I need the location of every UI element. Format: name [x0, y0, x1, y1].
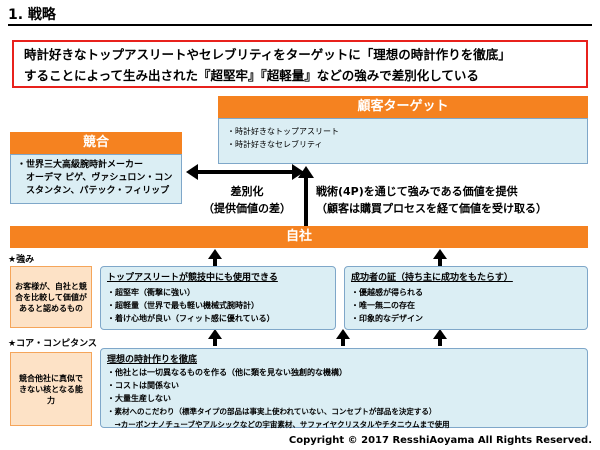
- headline-line-2: することによって生み出された『超堅牢』『超軽量』などの強みで差別化している: [24, 68, 479, 83]
- list-item: ・超堅牢（衝撃に強い）: [107, 288, 195, 297]
- strengths-label: ★強み: [8, 255, 35, 265]
- strength-list: ・優越感が得られる ・唯一無二の存在 ・印象的なデザイン: [351, 286, 581, 325]
- differentiation-title: 差別化: [230, 185, 264, 198]
- up-arrow-icon: [208, 329, 222, 346]
- list-item: ・時計好きなトップアスリート: [227, 127, 339, 136]
- company-header: 自社: [10, 226, 588, 248]
- list-item: ・素材へのこだわり（標準タイプの部品は事実上使われていない、コンセプトが部品を決…: [107, 407, 437, 416]
- differentiation-label: 差別化 （提供価値の差）: [194, 183, 300, 217]
- competition-item-3: スタンタン、パテック・フィリップ: [17, 186, 170, 196]
- list-item: ・唯一無二の存在: [351, 301, 415, 310]
- list-item: ・印象的なデザイン: [351, 314, 423, 323]
- strength-list: ・超堅牢（衝撃に強い） ・超軽量（世界で最も軽い機械式腕時計） ・着け心地が良い…: [107, 286, 329, 325]
- copyright-notice: Copyright © 2017 ResshiAoyama All Rights…: [288, 435, 592, 446]
- differentiation-subtitle: （提供価値の差）: [203, 202, 291, 215]
- strengths-side-label: お客様が、自社と競合を比較して価値があると認めるもの: [10, 266, 92, 328]
- tactics-line-2: （顧客は購買プロセスを経て価値を受け取る）: [316, 202, 547, 215]
- headline-line-1: 時計好きなトップアスリートやセレブリティをターゲットに「理想の時計作りを徹底」: [24, 47, 511, 62]
- core-competence-label: ★コア・コンピタンス: [8, 339, 97, 349]
- customer-target-box: ・時計好きなトップアスリート ・時計好きなセレブリティ: [218, 118, 588, 164]
- strength-box-success: 成功者の証（持ち主に成功をもたらす） ・優越感が得られる ・唯一無二の存在 ・印…: [344, 266, 588, 330]
- core-competence-box: 理想の時計作りを徹底 ・他社とは一切異なるものを作る（他に類を見ない独創的な機構…: [100, 348, 588, 431]
- list-item: ・他社とは一切異なるものを作る（他に類を見ない独創的な機構）: [107, 368, 347, 377]
- customer-target-header: 顧客ターゲット: [218, 96, 588, 118]
- competition-item-2: オーデマ ピゲ、ヴァシュロン・コン: [17, 173, 173, 183]
- tactics-line-1: 戦術(4P)を通じて強みである価値を提供: [316, 185, 518, 198]
- strength-box-title: 成功者の証（持ち主に成功をもたらす）: [351, 273, 513, 283]
- title-underline: [8, 24, 592, 26]
- list-item: ・大量生産しない: [107, 394, 171, 403]
- competition-item-1: ・世界三大高級腕時計メーカー: [17, 160, 144, 170]
- tactics-label: 戦術(4P)を通じて強みである価値を提供 （顧客は購買プロセスを経て価値を受け取…: [316, 183, 596, 217]
- page-title: 1. 戦略: [8, 7, 56, 23]
- core-competence-side-label: 競合他社に真似できない核となる能力: [10, 352, 92, 426]
- core-competence-title: 理想の時計作りを徹底: [107, 355, 198, 365]
- core-competence-list: ・他社とは一切異なるものを作る（他に類を見ない独創的な機構） ・コストは関係ない…: [107, 366, 581, 431]
- up-arrow-icon: [298, 166, 314, 226]
- list-item: →カーボンナノチューブやアルシックなどの宇宙素材、サファイヤクリスタルやチタニウ…: [107, 420, 450, 429]
- up-arrow-icon: [433, 329, 447, 346]
- strength-box-athlete: トップアスリートが競技中にも使用できる ・超堅牢（衝撃に強い） ・超軽量（世界で…: [100, 266, 336, 330]
- customer-target-list: ・時計好きなトップアスリート ・時計好きなセレブリティ: [227, 125, 579, 151]
- headline-box: 時計好きなトップアスリートやセレブリティをターゲットに「理想の時計作りを徹底」 …: [12, 40, 588, 88]
- list-item: ・優越感が得られる: [351, 288, 423, 297]
- up-arrow-icon: [433, 249, 447, 266]
- list-item: ・コストは関係ない: [107, 381, 179, 390]
- competition-header: 競合: [10, 132, 182, 154]
- up-arrow-icon: [336, 329, 350, 346]
- up-arrow-icon: [208, 249, 222, 266]
- competition-box: ・世界三大高級腕時計メーカー オーデマ ピゲ、ヴァシュロン・コン スタンタン、パ…: [10, 154, 182, 204]
- strength-box-title: トップアスリートが競技中にも使用できる: [107, 273, 278, 283]
- list-item: ・時計好きなセレブリティ: [227, 140, 323, 149]
- list-item: ・着け心地が良い（フィット感に優れている）: [107, 314, 275, 323]
- double-arrow-icon: [186, 164, 304, 180]
- list-item: ・超軽量（世界で最も軽い機械式腕時計）: [107, 301, 259, 310]
